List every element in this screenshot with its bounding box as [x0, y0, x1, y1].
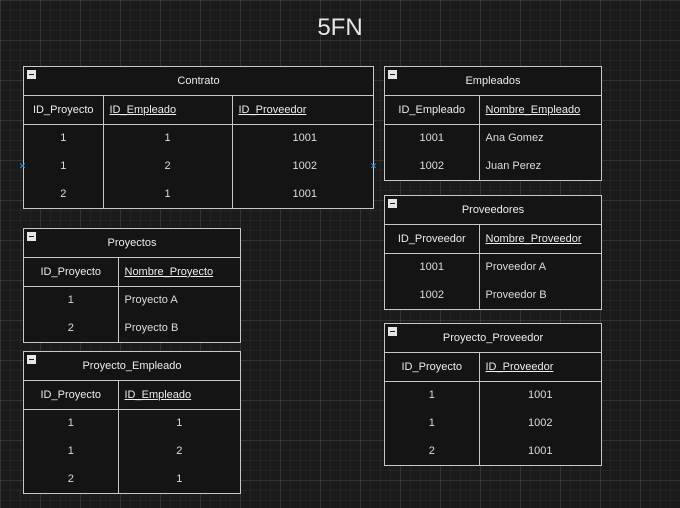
cell: 1002 — [478, 409, 601, 437]
collapse-icon[interactable] — [27, 70, 36, 79]
table-row[interactable]: 1 2 1002 — [24, 152, 373, 180]
cell: 2 — [117, 437, 240, 465]
cell: 2 — [428, 445, 435, 457]
table-row[interactable]: 2 Proyecto B — [24, 314, 240, 342]
table-row[interactable]: 1 2 — [24, 437, 240, 465]
table-name: Proyectos — [107, 237, 157, 249]
table-proveedores[interactable]: Proveedores ID_Proveedor Nombre_Proveedo… — [384, 195, 602, 310]
table-empleados[interactable]: Empleados ID_Empleado Nombre_Empleado 10… — [384, 66, 602, 181]
table-header[interactable]: Contrato — [24, 67, 373, 96]
table-row[interactable]: 1 1 1001 — [24, 124, 373, 152]
table-grid: ID_Proyecto Nombre_Proyecto 1 Proyecto A… — [24, 258, 240, 342]
table-grid: ID_Proyecto ID_Empleado 1 1 1 2 2 1 — [24, 381, 240, 493]
cell: 2 — [102, 152, 232, 180]
cell: Juan Perez — [478, 152, 601, 180]
cell: 1 — [428, 389, 435, 402]
column-header: Nombre_Proveedor — [478, 225, 601, 254]
table-header[interactable]: Empleados — [385, 67, 601, 96]
column-header: ID_Empleado — [102, 96, 232, 125]
cell: 2 — [67, 322, 74, 334]
table-row[interactable]: 1001 Proveedor A — [385, 253, 601, 281]
table-row[interactable]: 1 1002 — [385, 409, 601, 437]
collapse-icon[interactable] — [27, 355, 36, 364]
cell: 1001 — [478, 437, 601, 465]
column-header: Nombre_Empleado — [478, 96, 601, 125]
cell: 2 — [67, 473, 74, 485]
column-header: ID_Proyecto — [24, 258, 118, 287]
table-grid: ID_Proyecto ID_Proveedor 1 1001 1 1002 2… — [385, 353, 601, 465]
cell: 1 — [117, 465, 240, 493]
cell: Ana Gomez — [478, 124, 601, 152]
collapse-icon[interactable] — [388, 199, 397, 208]
cell: 1001 — [231, 124, 373, 152]
column-header: ID_Proveedor — [478, 353, 601, 382]
cell: 1 — [60, 160, 67, 172]
collapse-icon[interactable] — [27, 232, 36, 241]
collapse-icon[interactable] — [388, 70, 397, 79]
table-row[interactable]: 1 1 — [24, 409, 240, 437]
table-name: Proyecto_Proveedor — [442, 332, 544, 344]
selection-handle-icon[interactable]: ✕ — [369, 161, 378, 171]
table-header[interactable]: Proyecto_Proveedor — [385, 324, 601, 353]
column-header: Nombre_Proyecto — [117, 258, 240, 287]
table-row[interactable]: 2 1 — [24, 465, 240, 493]
table-row[interactable]: 1002 Juan Perez — [385, 152, 601, 180]
cell: 1002 — [419, 289, 444, 301]
column-header: ID_Proyecto — [385, 353, 479, 382]
table-row[interactable]: 2 1001 — [385, 437, 601, 465]
table-contrato[interactable]: Contrato ID_Proyecto ID_Empleado ID_Prov… — [23, 66, 374, 209]
diagram-title: 5FN — [317, 14, 363, 41]
cell: 1 — [102, 124, 232, 152]
table-grid: ID_Proveedor Nombre_Proveedor 1001 Prove… — [385, 225, 601, 309]
cell: 1 — [102, 180, 232, 208]
cell: 1001 — [478, 381, 601, 409]
column-header: ID_Empleado — [117, 381, 240, 410]
column-header: ID_Proveedor — [385, 225, 479, 254]
cell: Proyecto A — [117, 286, 240, 314]
cell: 1 — [67, 445, 74, 457]
table-header[interactable]: Proveedores — [385, 196, 601, 225]
selection-handle-icon[interactable]: ✕ — [18, 161, 27, 171]
table-proyecto-proveedor[interactable]: Proyecto_Proveedor ID_Proyecto ID_Provee… — [384, 323, 602, 466]
cell: Proyecto B — [117, 314, 240, 342]
table-row[interactable]: 1 Proyecto A — [24, 286, 240, 314]
cell: Proveedor B — [478, 281, 601, 309]
table-grid: ID_Proyecto ID_Empleado ID_Proveedor 1 1… — [24, 96, 373, 208]
table-header[interactable]: Proyectos — [24, 229, 240, 258]
column-header: ID_Proveedor — [231, 96, 373, 125]
table-name: Contrato — [177, 75, 220, 87]
cell: 1001 — [419, 261, 444, 274]
table-row[interactable]: 2 1 1001 — [24, 180, 373, 208]
cell: 2 — [60, 188, 67, 200]
table-proyecto-empleado[interactable]: Proyecto_Empleado ID_Proyecto ID_Emplead… — [23, 351, 241, 494]
cell: 1001 — [419, 132, 444, 145]
cell: 1002 — [419, 160, 444, 172]
column-header: ID_Proyecto — [24, 96, 103, 125]
table-header[interactable]: Proyecto_Empleado — [24, 352, 240, 381]
cell: 1001 — [231, 180, 373, 208]
table-name: Proveedores — [461, 204, 525, 216]
cell: 1 — [67, 417, 74, 430]
column-header: ID_Empleado — [385, 96, 479, 125]
table-row[interactable]: 1001 Ana Gomez — [385, 124, 601, 152]
table-row[interactable]: 1002 Proveedor B — [385, 281, 601, 309]
collapse-icon[interactable] — [388, 327, 397, 336]
table-grid: ID_Empleado Nombre_Empleado 1001 Ana Gom… — [385, 96, 601, 180]
cell: Proveedor A — [478, 253, 601, 281]
table-name: Proyecto_Empleado — [82, 360, 182, 372]
cell: 1 — [67, 294, 74, 307]
column-header: ID_Proyecto — [24, 381, 118, 410]
table-row[interactable]: 1 1001 — [385, 381, 601, 409]
cell: 1 — [117, 409, 240, 437]
cell: 1 — [60, 132, 67, 145]
cell: 1 — [428, 417, 435, 429]
cell: 1002 — [231, 152, 373, 180]
table-name: Empleados — [465, 75, 521, 87]
table-proyectos[interactable]: Proyectos ID_Proyecto Nombre_Proyecto 1 … — [23, 228, 241, 343]
